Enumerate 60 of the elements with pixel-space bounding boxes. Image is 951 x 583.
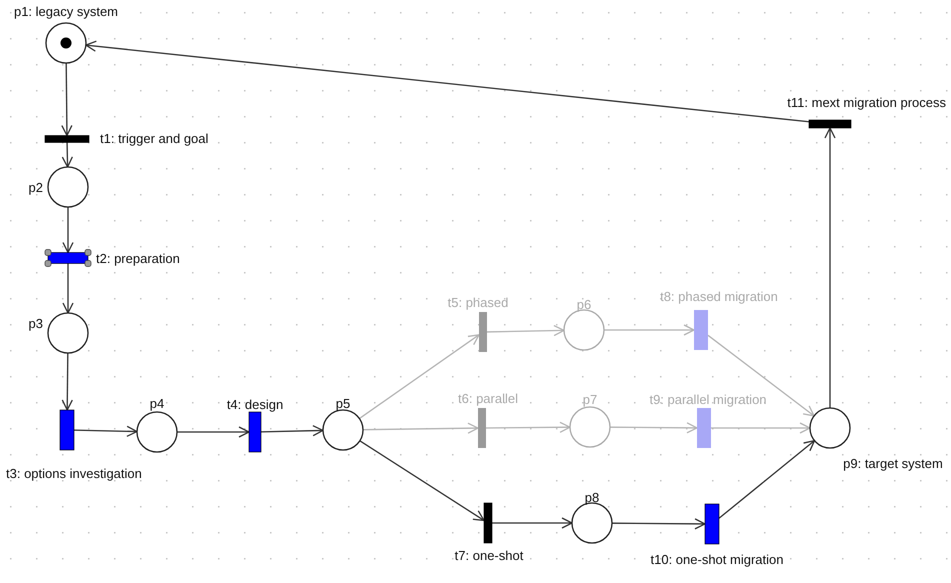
node-label: t8: phased migration — [660, 289, 778, 304]
node-label: t1: trigger and goal — [100, 131, 208, 146]
place-circle — [809, 407, 851, 449]
transition-bar — [484, 502, 492, 544]
transition-bar — [704, 504, 720, 544]
node-label: t6: parallel — [458, 391, 518, 406]
arc-arrow — [612, 518, 706, 530]
place-circle — [45, 22, 87, 64]
arc-arrow — [492, 517, 573, 529]
arc-arrow — [359, 440, 485, 522]
node-label: t3: options investigation — [6, 466, 142, 481]
node-label: p7 — [582, 392, 598, 407]
node-label: p2 — [28, 180, 43, 195]
arc-arrow — [62, 264, 74, 314]
arc-arrow — [604, 324, 695, 336]
arc-arrow — [486, 324, 565, 336]
node-label: p1: legacy system — [14, 4, 118, 19]
arc-arrow — [824, 127, 836, 408]
arc-arrow — [363, 422, 479, 434]
arc-arrow — [359, 334, 480, 420]
arc-arrow — [61, 63, 72, 136]
transition-bar — [694, 310, 708, 350]
arc-arrow — [711, 422, 811, 434]
place-circle — [136, 411, 178, 453]
node-label: p8 — [584, 490, 600, 505]
place-circle — [47, 312, 89, 354]
place-circle — [47, 166, 89, 208]
node-label: t5: phased — [448, 295, 508, 310]
transition-bar — [479, 312, 487, 352]
arc-arrow — [177, 426, 250, 438]
arc-arrow — [486, 422, 571, 433]
node-label: p9: target system — [843, 456, 943, 471]
arc-arrow — [610, 422, 698, 434]
transition-bar — [44, 135, 90, 143]
arc-arrow — [62, 207, 74, 254]
place-circle — [322, 409, 364, 451]
transition-bar — [478, 408, 486, 448]
node-label: p4 — [150, 396, 164, 411]
transition-bar — [697, 408, 711, 448]
node-label: t7: one-shot — [454, 548, 524, 563]
transition-bar — [44, 249, 92, 267]
node-label: p3 — [28, 316, 43, 331]
arc-arrow — [62, 353, 73, 411]
node-label: t11: mext migration process — [787, 95, 946, 110]
arc-arrow — [62, 142, 74, 168]
arc-arrow — [74, 426, 138, 437]
node-label: t4: design — [226, 397, 284, 412]
arc-arrow — [85, 40, 810, 122]
node-label: t10: one-shot migration — [650, 552, 784, 567]
node-label: t9: parallel migration — [649, 392, 767, 407]
arc-arrow — [260, 425, 324, 436]
arc-arrow — [718, 440, 816, 519]
arc-arrow — [708, 334, 815, 417]
node-label: p5 — [336, 396, 350, 411]
transition-bar — [60, 410, 74, 450]
transition-bar — [248, 412, 262, 452]
transition-bar — [808, 120, 852, 128]
place-circle — [569, 406, 611, 448]
node-label: t2: preparation — [96, 251, 180, 266]
node-label: p6 — [576, 297, 592, 312]
